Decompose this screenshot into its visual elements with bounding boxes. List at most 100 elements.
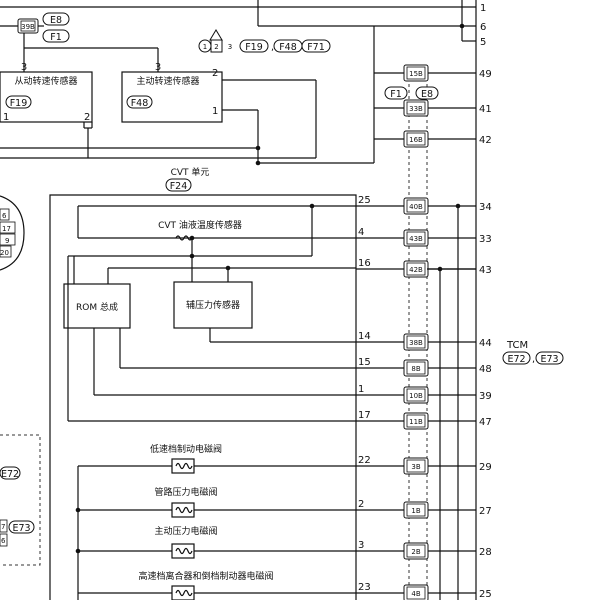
row-connector-inner: [406, 101, 426, 115]
rom-assembly-name: ROM 总成: [76, 301, 118, 313]
tcm-ref-e73: E73: [540, 354, 558, 365]
top-ref-f71: F71: [307, 42, 325, 53]
row-connector-code: 4B: [411, 590, 420, 598]
unit-pin-label: 25: [358, 195, 371, 206]
secondary-sensor-name: 从动转速传感器: [14, 75, 77, 87]
tcm-pin-label: 43: [479, 265, 492, 276]
row-connector-inner: [406, 335, 426, 349]
row-connector-code: 1B: [411, 507, 420, 515]
primary-sensor-pin2: 2: [212, 68, 218, 79]
solenoid-2-coil: [171, 502, 195, 518]
top-connector-39b: 39B E8 F1: [0, 12, 70, 43]
top-connector-ref-f1: F1: [50, 32, 62, 43]
top-ref-f19: F19: [245, 42, 263, 53]
left-dashed-ref-e73: E73: [12, 523, 30, 534]
row-connector-inner: [406, 414, 426, 428]
secondary-sensor-ref: F19: [10, 98, 28, 109]
row-connector-inner: [406, 388, 426, 402]
tcm-pin-label: 47: [479, 417, 492, 428]
solenoid-3-name: 主动压力电磁阀: [154, 525, 217, 537]
tcm-pin-label: 48: [479, 364, 492, 375]
row-connector-code: 33B: [409, 105, 423, 113]
oil-temp-sensor-name: CVT 油液温度传感器: [158, 219, 242, 231]
row-connector-code: 43B: [409, 235, 423, 243]
primary-speed-sensor: 3 主动转速传感器 F48 2 1: [121, 62, 223, 123]
solenoid-1-name: 低速档制动电磁阀: [150, 443, 222, 455]
tcm-ref-comma: ,: [532, 354, 535, 365]
top-ref-f48: F48: [279, 42, 297, 53]
row-connector-code: 2B: [411, 548, 420, 556]
row-connector-inner: [406, 132, 426, 146]
row-connector-inner: [406, 544, 426, 558]
tcm-pin-label: 28: [479, 547, 492, 558]
row-connector-code: 10B: [409, 392, 423, 400]
top-ref-comma-1: ,: [271, 42, 274, 53]
mid-ref-f1: F1: [390, 89, 402, 100]
unit-pin-label: 23: [358, 582, 371, 593]
row-connector-code: 8B: [411, 365, 420, 373]
pressure-sensor-name: 辅压力传感器: [186, 299, 240, 311]
row-connector-code: 16B: [409, 136, 423, 144]
row-connector-code: 42B: [409, 266, 423, 274]
left-dashed-box: E72 E73 7 6: [0, 434, 41, 566]
left-connector-pin-9: 9: [5, 237, 9, 245]
row-connector-code: 15B: [409, 70, 423, 78]
unit-pin-label: 2: [358, 499, 364, 510]
solenoid-3-coil: [171, 543, 195, 559]
row-connector-inner: [406, 199, 426, 213]
row-connector-code: 3B: [411, 463, 420, 471]
unit-pin-label: 1: [358, 384, 364, 395]
tcm-pin-label: 39: [479, 391, 492, 402]
left-connector-pin-17: 17: [2, 225, 11, 233]
mid-ref-e8: E8: [421, 89, 433, 100]
row-connector-inner: [406, 231, 426, 245]
solenoid-4-coil: [171, 585, 195, 600]
row-connector-inner: [406, 66, 426, 80]
top-connector-code: 39B: [21, 23, 35, 31]
secondary-speed-sensor: 3 从动转速传感器 F19 1 2: [0, 62, 93, 123]
secondary-sensor-pin2: 2: [84, 112, 90, 123]
row-connector-code: 11B: [409, 418, 423, 426]
pressure-sensor-box: [173, 281, 253, 329]
left-connector-pin-6: 6: [2, 212, 7, 220]
tcm-ref-e72: E72: [507, 354, 525, 365]
solenoid-1-coil: [171, 458, 195, 474]
top-ref-num-3: 3: [228, 43, 232, 51]
cvt-unit-label: CVT 单元: [171, 166, 210, 178]
row-connector-inner: [406, 361, 426, 375]
tcm-pin-label: 41: [479, 104, 492, 115]
right-pin-6: 6: [480, 22, 486, 33]
top-connector-ref-e8: E8: [50, 15, 62, 26]
primary-sensor-ref: F48: [131, 98, 149, 109]
top-ref-num-2: 2: [214, 43, 218, 51]
cvt-unit-box: [49, 194, 357, 600]
unit-pin-label: 17: [358, 410, 371, 421]
tcm-pin-label: 44: [479, 338, 492, 349]
tcm-pin-label: 49: [479, 69, 492, 80]
oil-temp-sensor-resistor: [175, 235, 193, 241]
cvt-unit-ref: F24: [170, 181, 188, 192]
unit-pin-label: 16: [358, 258, 371, 269]
unit-pin-label: 3: [358, 540, 364, 551]
right-pin-5: 5: [480, 37, 486, 48]
tcm-pin-label: 33: [479, 234, 492, 245]
row-connector-code: 40B: [409, 203, 423, 211]
top-refs: 1 2 3 F19 , F48 , F71: [198, 29, 331, 53]
tcm-pin-label: 34: [479, 202, 492, 213]
left-connector-pin-20: 20: [0, 249, 9, 257]
secondary-sensor-pin1: 1: [3, 112, 9, 123]
solenoid-2-name: 管路压力电磁阀: [154, 486, 217, 498]
tcm-pin-label: 25: [479, 589, 492, 600]
row-connector-inner: [406, 503, 426, 517]
top-ref-num-1: 1: [203, 43, 207, 51]
left-partial-connector: 6 17 9 20: [0, 195, 25, 271]
unit-pin-label: 22: [358, 455, 371, 466]
row-connector-inner: [406, 459, 426, 473]
tcm-pin-label: 42: [479, 135, 492, 146]
tcm-label: TCM: [506, 340, 528, 351]
right-pin-1: 1: [480, 3, 486, 14]
left-dashed-pin-7: 7: [1, 523, 5, 531]
primary-sensor-pin1: 1: [212, 106, 218, 117]
